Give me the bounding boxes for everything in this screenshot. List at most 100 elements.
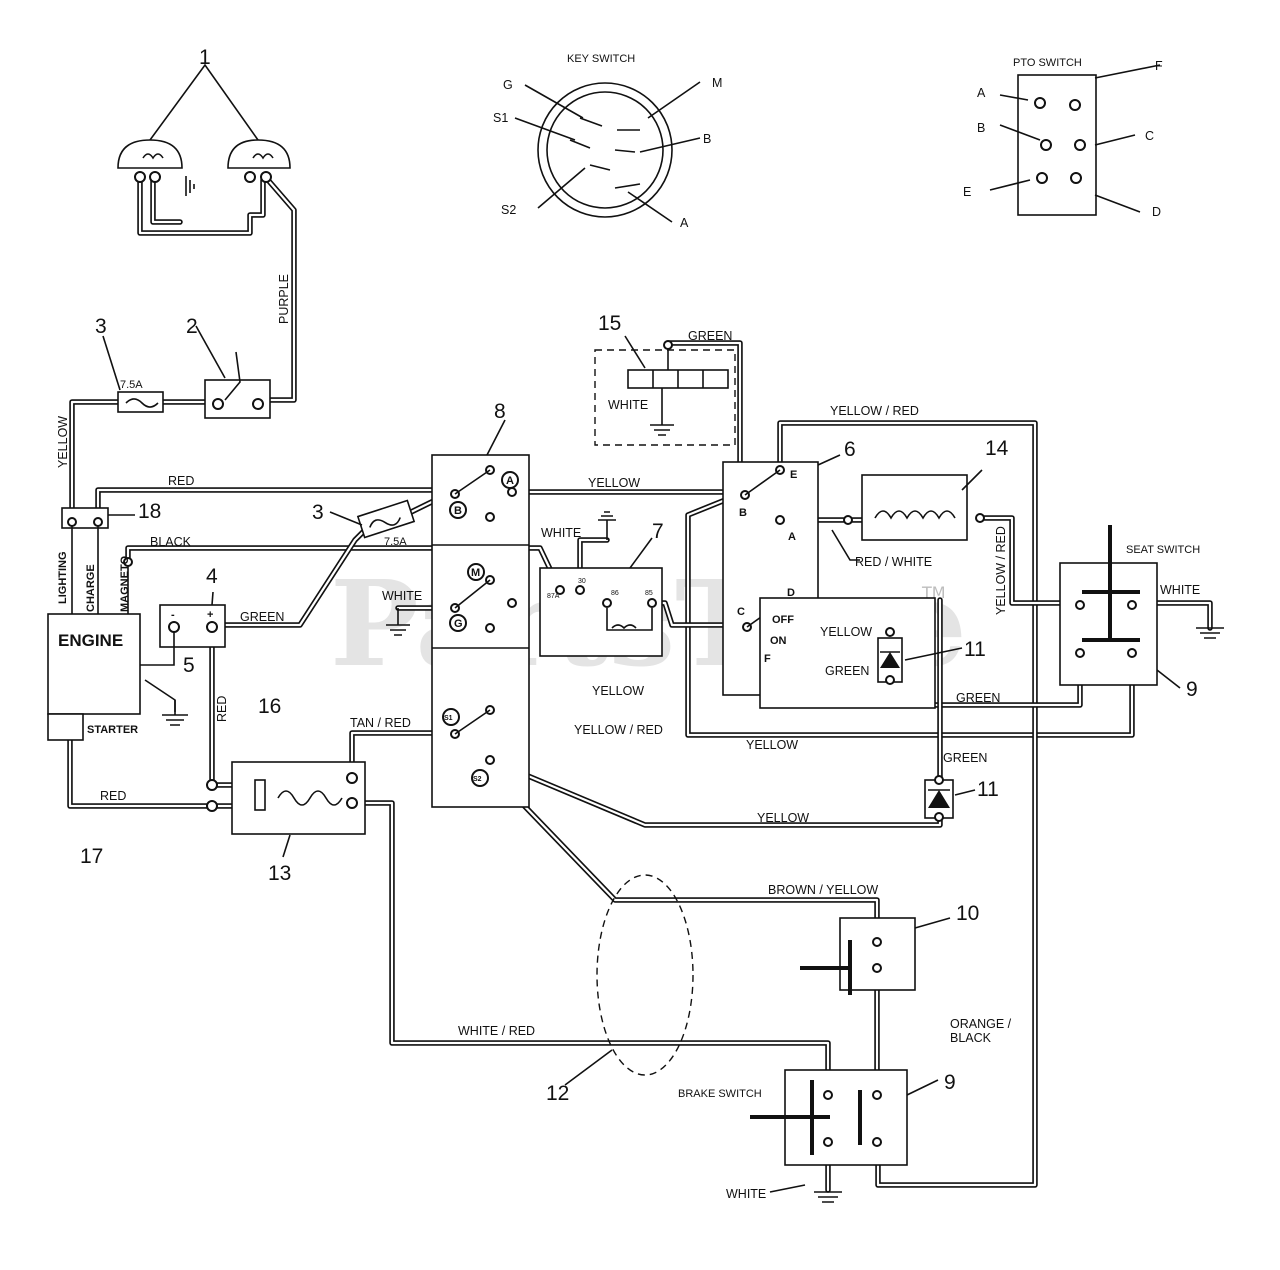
ign-pin-a: A [506, 475, 514, 487]
pto-switch-labels: PTO SWITCH A F B C E D [963, 57, 1163, 219]
wire-label-orange-black-2: BLACK [950, 1031, 992, 1045]
wire-label-white-red: WHITE / RED [458, 1024, 535, 1038]
headlights [117, 63, 291, 196]
wire-label-white-module: WHITE [608, 398, 648, 412]
pto-switch-title: PTO SWITCH [1013, 57, 1082, 69]
battery [140, 591, 226, 726]
relay-pin-85: 85 [645, 590, 653, 597]
engine-starter: STARTER [87, 724, 138, 736]
ptom-pin-f: F [764, 653, 771, 665]
key-switch-labels: KEY SWITCH G M S1 B S2 A [493, 53, 722, 230]
fuse-rating-ignition: 7.5A [384, 536, 407, 548]
brake-switch [750, 1069, 939, 1203]
callout-solenoid: 13 [268, 862, 291, 885]
callout-relay: 7 [652, 520, 664, 543]
ptom-pin-e: E [790, 469, 797, 481]
relay-pin-87a: 87A [547, 593, 560, 600]
key-pin-a: A [680, 216, 689, 230]
pto-pin-f: F [1155, 59, 1163, 73]
wire-label-brown-yellow: BROWN / YELLOW [768, 883, 878, 897]
harness-bundle [564, 874, 694, 1086]
callout-battery: 4 [206, 565, 218, 588]
callout-harness: 12 [546, 1082, 569, 1105]
pto-pin-d: D [1152, 205, 1161, 219]
key-switch-diagram [514, 81, 701, 223]
pto-clutch [831, 469, 985, 561]
wire-label-tan-red: TAN / RED [350, 716, 411, 730]
callout-relay-module: 15 [598, 312, 621, 335]
light-switch [195, 325, 271, 419]
callout-ignition-switch: 8 [494, 400, 506, 423]
callout-starter-cable: 17 [80, 845, 103, 868]
engine-labels: ENGINE STARTER LIGHTING CHARGE MAGNETO [57, 551, 138, 736]
ptom-pin-a: A [788, 531, 796, 543]
callout-diode-upper: 11 [964, 638, 986, 661]
wire-label-green-seat: GREEN [956, 691, 1000, 705]
pto-pin-e: E [963, 185, 971, 199]
wire-label-white-seat: WHITE [1160, 583, 1200, 597]
ptom-pin-off: OFF [772, 614, 794, 626]
wire-label-green-on: GREEN [825, 664, 869, 678]
relay-module [594, 335, 736, 446]
wire-label-white-brake: WHITE [726, 1187, 766, 1201]
key-pin-b: B [703, 132, 711, 146]
callout-diode-lower: 11 [977, 778, 999, 801]
fuse-lighting [102, 335, 164, 413]
ptom-pin-b: B [739, 507, 747, 519]
wire-label-green-module: GREEN [688, 329, 732, 343]
battery-negative: - [171, 609, 175, 621]
callout-fuse-lighting: 3 [95, 315, 107, 338]
ign-pin-b: B [454, 505, 462, 517]
starter-solenoid [206, 761, 366, 858]
pto-module-pin-labels: E B A C D OFF ON F [737, 469, 797, 665]
engine-lighting: LIGHTING [57, 551, 69, 604]
callout-red-cable: 16 [258, 695, 281, 718]
wire-label-red-white: RED / WHITE [855, 555, 932, 569]
callout-switch-10: 10 [956, 902, 979, 925]
wire-label-red-charge: RED [168, 474, 194, 488]
relay [539, 511, 663, 657]
wire-label-red-starter: RED [100, 789, 126, 803]
wire-label-yellow-relay: YELLOW [592, 684, 644, 698]
engine-title: ENGINE [58, 631, 123, 650]
pto-pin-a: A [977, 86, 986, 100]
switch-10 [800, 917, 951, 995]
diode-upper [877, 627, 963, 685]
key-pin-s2: S2 [501, 203, 516, 217]
callout-brake-switch: 9 [944, 1071, 956, 1094]
seat-switch [1059, 525, 1224, 689]
wire-label-yellow-loop: YELLOW [746, 738, 798, 752]
callout-numbers: 1 2 3 3 4 5 6 7 8 9 9 10 11 11 12 13 14 … [80, 46, 1198, 1105]
ptom-pin-d: D [787, 587, 795, 599]
wire-labels: PURPLE YELLOW RED BLACK GREEN WHITE RED … [56, 274, 1200, 1201]
wire-label-green-diode: GREEN [943, 751, 987, 765]
callout-light-switch: 2 [186, 315, 198, 338]
engine-magneto: MAGNETO [119, 556, 131, 612]
key-switch-title: KEY SWITCH [567, 53, 635, 65]
wire-label-yellow-red-relay: YELLOW / RED [574, 723, 663, 737]
ign-pin-m: M [471, 567, 480, 579]
brake-switch-label: BRAKE SWITCH [678, 1088, 762, 1100]
battery-positive: + [207, 609, 213, 621]
ignition-switch-body [431, 419, 530, 808]
wire-label-yellow-a: YELLOW [588, 476, 640, 490]
ignition-pin-labels: A B M G S1 S2 [444, 475, 514, 783]
wire-label-yellow-red-top: YELLOW / RED [830, 404, 919, 418]
callout-ground-cable: 5 [183, 654, 195, 677]
callout-connector: 18 [138, 500, 161, 523]
ptom-pin-on: ON [770, 635, 787, 647]
engine-charge: CHARGE [85, 564, 97, 612]
diode-lower [924, 775, 976, 822]
ground-symbols [174, 608, 410, 712]
wire-label-green-battery: GREEN [240, 610, 284, 624]
callout-pto-clutch: 14 [985, 437, 1009, 460]
wire-label-yellow-lighting: YELLOW [56, 416, 70, 468]
wire-label-white-ground: WHITE [382, 589, 422, 603]
callout-headlights: 1 [199, 46, 211, 69]
pto-pin-c: C [1145, 129, 1154, 143]
wire-label-black: BLACK [150, 535, 192, 549]
ign-pin-g: G [454, 618, 463, 630]
callout-fuse-ignition: 3 [312, 501, 324, 524]
key-pin-g: G [503, 78, 513, 92]
key-pin-s1: S1 [493, 111, 508, 125]
